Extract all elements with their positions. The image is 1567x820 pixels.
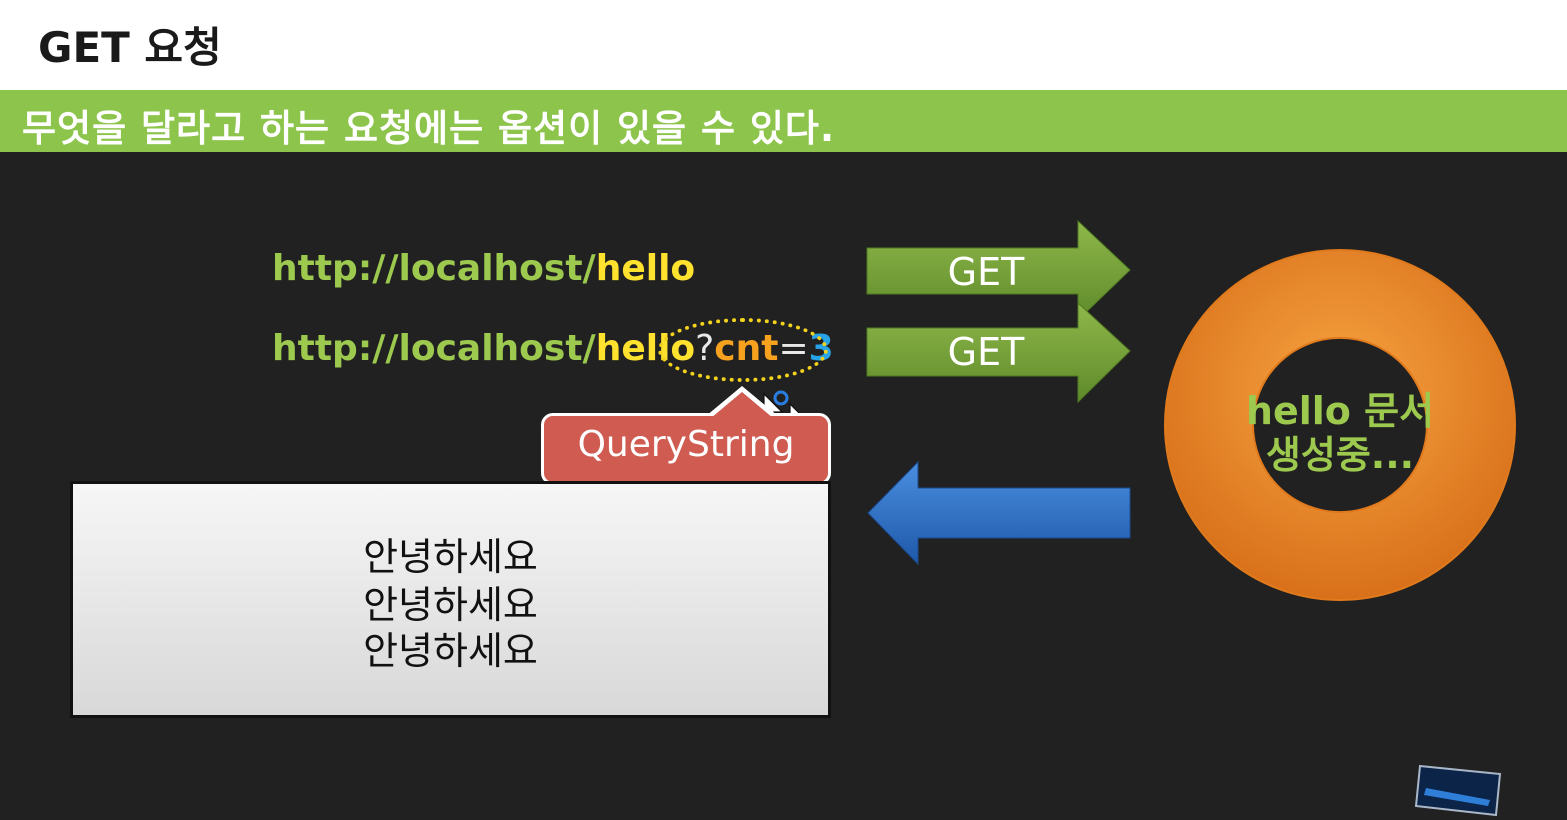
server-donut	[1163, 249, 1517, 601]
querystring-callout	[541, 413, 831, 485]
slide-header: GET 요청	[0, 0, 1567, 90]
get-arrow-1	[866, 219, 1131, 322]
url-base: http://localhost/	[272, 248, 596, 289]
server-status-line-1: hello 문서	[1245, 389, 1435, 433]
querystring-highlight-oval	[658, 318, 828, 382]
response-line: 안녕하세요	[363, 583, 538, 627]
response-line: 안녕하세요	[363, 535, 538, 579]
response-line: 안녕하세요	[363, 629, 538, 673]
callout-label: QueryString	[577, 424, 795, 465]
callout-pointer-fill	[711, 392, 773, 418]
response-document	[70, 481, 831, 718]
request-url-1: http://localhost/hello	[272, 248, 695, 289]
slide-title: GET 요청	[38, 23, 222, 72]
window-thumbnail-icon	[1414, 764, 1502, 817]
get-arrow-2	[866, 301, 1131, 404]
get-arrow-2-label: GET	[947, 330, 1025, 374]
server-status-line-2: 생성중...	[1265, 433, 1415, 477]
response-arrow	[867, 460, 1131, 566]
get-arrow-1-label: GET	[947, 250, 1025, 294]
url-resource: hello	[595, 248, 696, 289]
subtitle-banner: 무엇을 달라고 하는 요청에는 옵션이 있을 수 있다.	[0, 90, 1567, 152]
url-base: http://localhost/	[272, 328, 596, 369]
subtitle-text: 무엇을 달라고 하는 요청에는 옵션이 있을 수 있다.	[22, 107, 836, 150]
